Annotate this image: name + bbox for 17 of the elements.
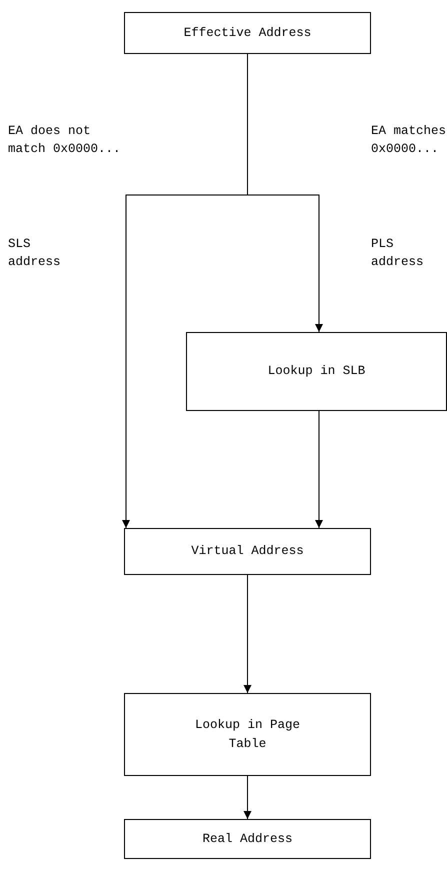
process-box <box>186 332 447 411</box>
arrow <box>244 776 252 820</box>
process-box <box>124 819 371 859</box>
box-label: Effective Address <box>184 24 312 42</box>
box-label: Virtual Address <box>191 543 304 560</box>
branch-note: SLS address <box>8 236 62 272</box>
process-box <box>124 12 371 54</box>
branch-note: EA matches 0x0000... <box>371 123 447 158</box>
box-label: Lookup in SLB <box>268 363 366 380</box>
box-label: Lookup in Page Table <box>194 717 302 752</box>
branch-note: EA does not match 0x0000... <box>8 123 122 158</box>
process-box <box>124 528 371 575</box>
arrow <box>315 410 323 528</box>
arrow <box>244 574 252 694</box>
process-box <box>124 693 371 776</box>
box-label: Real Address <box>202 830 292 848</box>
branch-note: PLS address <box>371 236 425 272</box>
